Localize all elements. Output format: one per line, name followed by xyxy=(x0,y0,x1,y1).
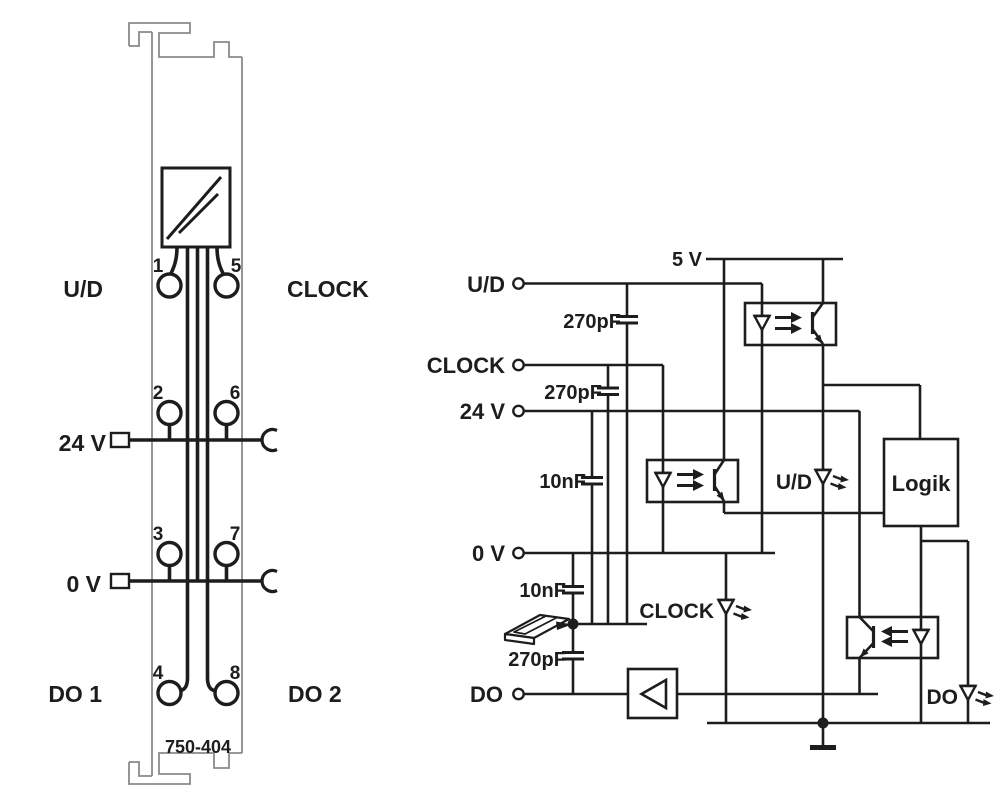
power-jumper-24v xyxy=(109,427,278,453)
module-label-do1: DO 1 xyxy=(48,681,102,707)
male-connector-24v xyxy=(109,431,131,449)
status-led-do xyxy=(958,684,996,708)
pin-number: 6 xyxy=(230,383,241,404)
module-label-clock: CLOCK xyxy=(287,276,369,302)
capacitor-label: 270pF xyxy=(563,311,621,333)
pin-number: 8 xyxy=(230,663,241,684)
capacitor-plates xyxy=(562,315,638,661)
optocoupler-ud-internals xyxy=(752,302,825,345)
female-connector-24v xyxy=(260,427,278,453)
din-rail-icon xyxy=(503,613,572,646)
clamp-terminals xyxy=(156,272,240,707)
terminal-2 xyxy=(156,399,183,427)
emitter-arrow-icon xyxy=(814,334,823,344)
led-label-clock: CLOCK xyxy=(639,600,714,623)
pin-number: 1 xyxy=(153,256,164,277)
logic-label: Logik xyxy=(892,471,951,496)
module-label-do2: DO 2 xyxy=(288,681,342,707)
capacitor-label: 270pF xyxy=(508,649,566,671)
marking-window xyxy=(160,166,232,249)
led-flash-icon xyxy=(732,604,754,622)
module-housing-outline xyxy=(128,22,243,785)
driver-triangle-icon xyxy=(638,677,668,711)
pin-number: 7 xyxy=(230,524,241,545)
power-jumper-0v xyxy=(109,568,278,594)
emitter-arrow-icon xyxy=(860,648,869,658)
terminal-24v xyxy=(512,404,525,418)
module-internal-wires xyxy=(167,246,229,693)
pin-number: 4 xyxy=(153,663,164,684)
schematic-terminals xyxy=(512,277,525,701)
status-led-clock xyxy=(716,598,754,622)
female-connector-0v xyxy=(260,568,278,594)
terminal-label-clock: CLOCK xyxy=(427,353,505,378)
status-led-ud xyxy=(813,468,851,492)
junction-dot xyxy=(817,717,829,729)
terminal-label-24v: 24 V xyxy=(460,399,506,424)
module-label-0v: 0 V xyxy=(66,571,101,597)
capacitor-label: 270pF xyxy=(544,382,602,404)
pin-number: 3 xyxy=(153,524,164,545)
io-module: 1 5 2 6 3 7 4 8 U/D CLOCK 24 V 0 V DO 1 … xyxy=(48,22,369,785)
terminal-label-ud: U/D xyxy=(467,272,505,297)
terminal-6 xyxy=(213,399,240,427)
terminal-1 xyxy=(156,272,183,299)
male-connector-0v xyxy=(109,572,131,590)
terminal-8 xyxy=(213,679,240,707)
terminal-3 xyxy=(156,540,183,568)
terminal-4 xyxy=(156,679,183,707)
pin-numbers: 1 5 2 6 3 7 4 8 xyxy=(153,256,242,684)
pin-number: 2 xyxy=(153,383,164,404)
module-label-ud: U/D xyxy=(63,276,103,302)
module-label-24v: 24 V xyxy=(59,430,107,456)
logic-box xyxy=(882,437,960,528)
emitter-arrow-icon xyxy=(716,491,725,501)
junction-dot xyxy=(567,618,579,630)
optocoupler-clock-internals xyxy=(653,459,726,502)
terminal-0v xyxy=(512,546,525,560)
led-flash-icon xyxy=(829,474,851,492)
terminal-7 xyxy=(213,540,240,568)
internal-schematic: 5 V U/D CLOCK 24 V 0 V DO 270pF 270pF 10… xyxy=(427,249,996,750)
led-flash-icon xyxy=(974,690,996,708)
capacitor-label: 10nF xyxy=(539,471,586,493)
terminal-label-do: DO xyxy=(470,682,503,707)
terminal-label-0v: 0 V xyxy=(472,541,505,566)
led-label-ud: U/D xyxy=(776,471,812,494)
terminal-clock xyxy=(512,358,525,372)
terminal-5 xyxy=(213,272,240,299)
pin-number: 5 xyxy=(231,256,242,277)
led-label-do: DO xyxy=(927,686,959,709)
module-part-number: 750-404 xyxy=(165,737,231,757)
optocoupler-do-internals xyxy=(858,616,931,659)
supply-label: 5 V xyxy=(672,249,703,271)
capacitor-label: 10nF xyxy=(519,580,566,602)
terminal-do xyxy=(512,687,525,701)
terminal-ud xyxy=(512,277,525,290)
